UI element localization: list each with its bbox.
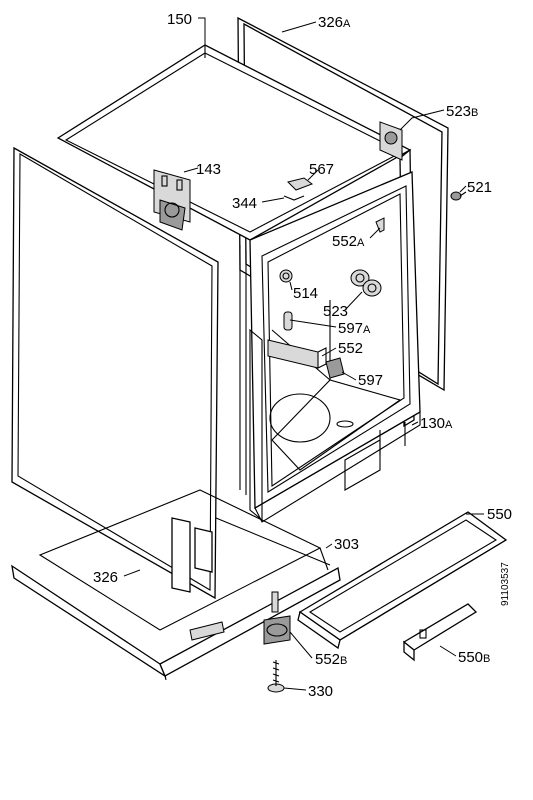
bushings-523 xyxy=(350,269,382,297)
front-side-panel xyxy=(11,146,219,600)
leader-lines xyxy=(123,17,484,691)
callout-326a: 326A xyxy=(318,14,351,31)
callout-552b: 552B xyxy=(315,651,347,668)
callout-550: 550 xyxy=(487,506,512,523)
callout-550b: 550B xyxy=(458,649,490,666)
callout-523: 523 xyxy=(323,303,348,320)
callout-130a: 130A xyxy=(420,415,453,432)
callout-567: 567 xyxy=(309,161,334,178)
callout-344: 344 xyxy=(232,195,257,212)
callout-597a: 597A xyxy=(338,320,371,337)
callout-552: 552 xyxy=(338,340,363,357)
callout-330: 330 xyxy=(308,683,333,700)
callout-597: 597 xyxy=(358,372,383,389)
callout-303: 303 xyxy=(334,536,359,553)
callout-143: 143 xyxy=(196,161,221,178)
spring-344 xyxy=(283,195,305,201)
clip-567 xyxy=(287,177,314,191)
callout-552a: 552A xyxy=(332,233,365,250)
callout-326: 326 xyxy=(93,569,118,586)
clip-597a xyxy=(283,311,293,331)
leveling-foot xyxy=(263,591,291,645)
hinge-bracket xyxy=(153,169,191,231)
callout-514: 514 xyxy=(293,285,318,302)
callout-521: 521 xyxy=(467,179,492,196)
plinth-550 xyxy=(297,511,508,650)
drawing-code: 91103537 xyxy=(500,562,511,606)
tub-frame xyxy=(239,171,421,523)
callout-150: 150 xyxy=(167,11,192,28)
screw-330 xyxy=(267,660,285,693)
rear-hinge xyxy=(379,121,403,161)
clip-597 xyxy=(325,357,345,379)
bracket-550b xyxy=(402,603,478,662)
callout-523b: 523B xyxy=(446,103,478,120)
grommet-514 xyxy=(279,269,293,283)
base-frame xyxy=(11,489,341,681)
screw-521 xyxy=(450,191,467,201)
callouts: 150 326A 523B 143 567 344 521 552A 514 5… xyxy=(93,11,512,700)
